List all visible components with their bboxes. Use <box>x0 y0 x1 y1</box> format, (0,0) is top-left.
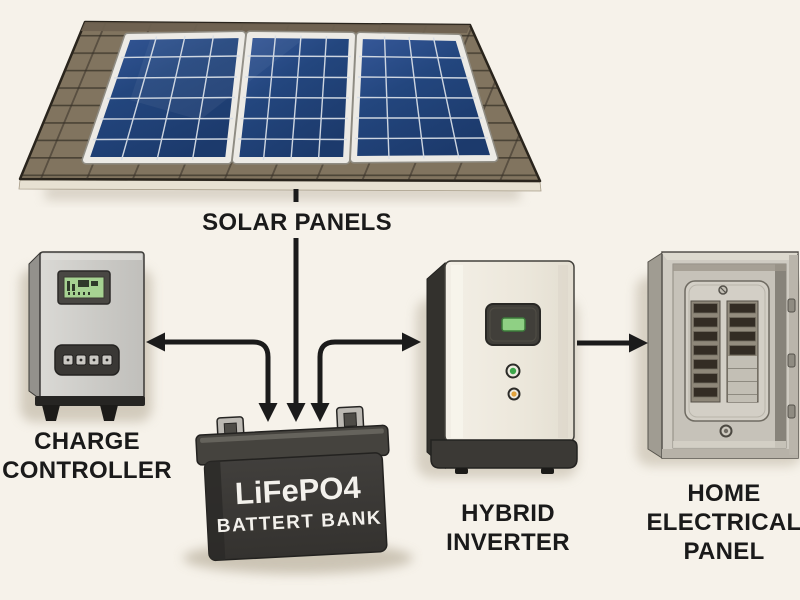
arrowhead-to-inverter <box>402 332 421 352</box>
epanel-side <box>647 252 663 459</box>
home-panel-label-line2: ELECTRICAL <box>646 509 800 536</box>
solar-panels-label: SOLAR PANELS <box>202 209 392 236</box>
panel-grid <box>354 36 489 160</box>
home-panel-label-line1: HOME <box>687 480 761 507</box>
charge-controller-illustration <box>28 251 145 421</box>
arrow-branch-left <box>163 339 271 403</box>
epanel-hinges <box>787 298 796 419</box>
charge-controller-label-line1: CHARGE <box>34 428 140 455</box>
arrowhead-to-battery-left <box>258 403 278 422</box>
epanel-screw <box>718 285 728 295</box>
epanel-knockout <box>719 424 733 438</box>
controller-keypad <box>54 344 120 376</box>
hybrid-inverter-label-line1: HYBRID <box>461 500 555 527</box>
breakers-left <box>693 303 718 398</box>
inverter-body <box>444 260 575 443</box>
panel-grid <box>92 35 241 161</box>
breakers-right <box>729 303 756 356</box>
inverter-foot-right <box>541 468 554 474</box>
roof-ridge-cap <box>81 22 470 33</box>
panel-sheen <box>130 34 310 120</box>
solar-panels-illustration <box>18 20 542 192</box>
battery-bank-illustration: LiFePO4 BATTERT BANK <box>195 405 390 562</box>
arrow-branch-right <box>317 339 402 403</box>
solar-panel-3 <box>349 31 499 164</box>
arrowhead-to-battery-right <box>310 403 330 422</box>
lcd-digits <box>67 280 98 295</box>
hybrid-inverter-label-line2: INVERTER <box>446 529 570 556</box>
hybrid-inverter-label: HYBRID INVERTER <box>446 499 570 557</box>
connection-arrows <box>146 189 648 422</box>
solar-panel-1 <box>81 30 247 165</box>
inverter-foot-left <box>455 468 468 474</box>
charge-controller-label-line2: CONTROLLER <box>2 457 172 484</box>
home-electrical-panel-illustration <box>647 251 799 459</box>
inverter-status-indicator <box>501 317 526 332</box>
inverter-bottom-band <box>430 439 578 469</box>
controller-base <box>35 396 145 406</box>
breaker-blanks <box>728 356 757 402</box>
hybrid-inverter-illustration <box>426 260 578 474</box>
home-electrical-panel-label: HOME ELECTRICAL PANEL <box>647 479 800 566</box>
controller-foot-right <box>100 405 118 421</box>
inverter-led-amber <box>507 387 521 401</box>
home-panel-label-line3: PANEL <box>683 538 765 565</box>
solar-panel-2 <box>231 30 357 165</box>
arrowhead-to-battery-center <box>286 403 306 422</box>
controller-side <box>28 251 41 400</box>
charge-controller-label: CHARGE CONTROLLER <box>2 427 172 485</box>
panel-grid <box>237 35 352 161</box>
inverter-side <box>426 261 446 470</box>
battery-label-line1: LiFePO4 <box>234 470 362 512</box>
arrowhead-to-charge-controller <box>146 332 165 352</box>
inverter-led-green <box>505 363 521 379</box>
controller-foot-left <box>42 405 60 421</box>
arrowhead-to-home-panel <box>629 333 648 353</box>
